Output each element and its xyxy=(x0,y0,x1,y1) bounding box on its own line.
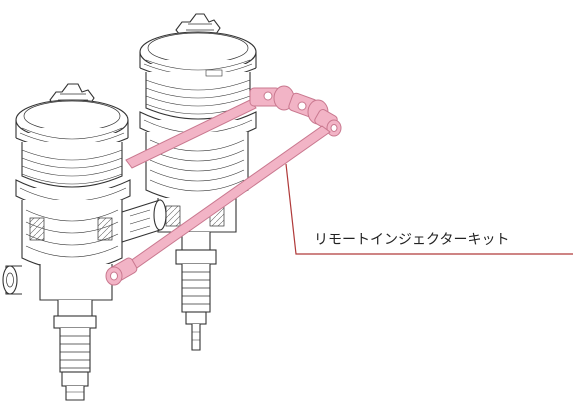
remote-injector-kit xyxy=(105,85,342,286)
pump-right xyxy=(139,13,257,351)
pump-connector xyxy=(121,199,167,243)
pump-left xyxy=(2,83,131,401)
callout-label-remote-injector-kit: リモートインジェクターキット xyxy=(314,232,510,248)
callout-leader-line xyxy=(285,163,573,255)
